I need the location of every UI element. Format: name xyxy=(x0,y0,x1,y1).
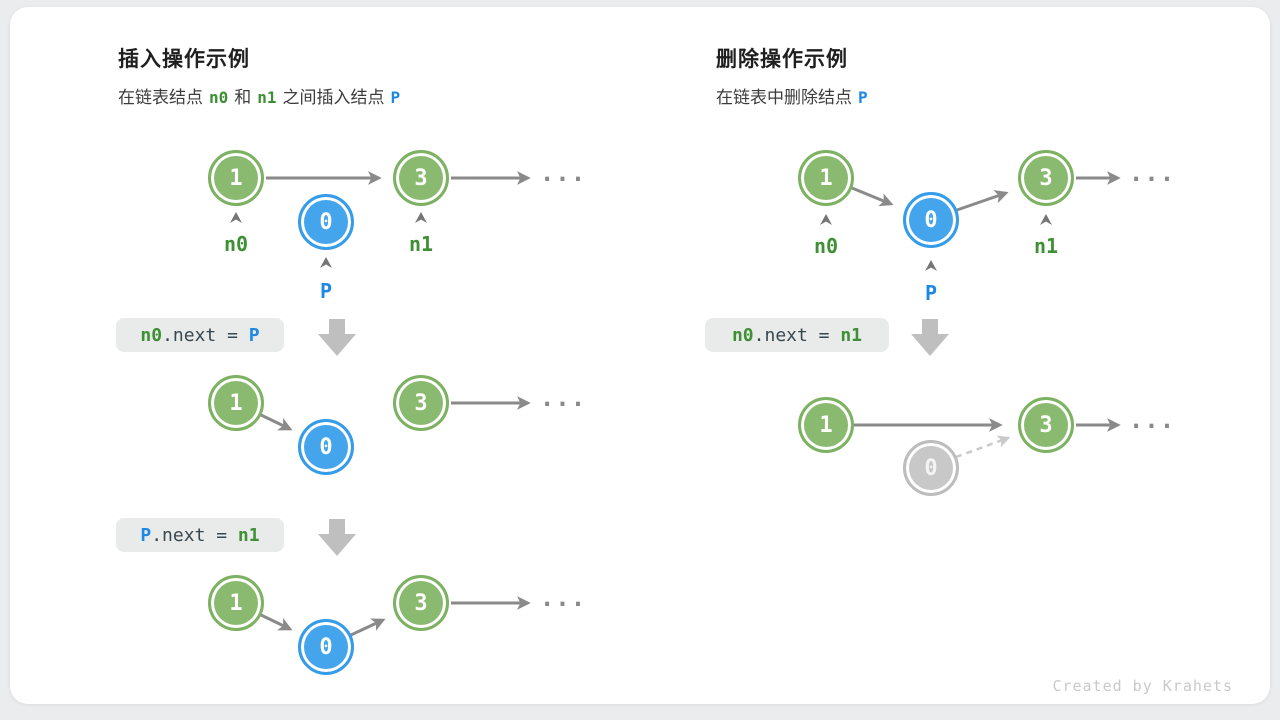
code-lhs: n0 xyxy=(731,324,754,346)
node-value: 1 xyxy=(229,390,243,416)
list-node-1: 1 xyxy=(208,575,264,631)
pointer-label-n0: n0 xyxy=(223,232,249,256)
pointer-label-n1: n1 xyxy=(408,232,434,256)
list-node-1: 1 xyxy=(208,375,264,431)
node-value: 0 xyxy=(319,634,333,660)
node-value: 1 xyxy=(819,412,833,438)
insert-section-subtitle: 在链表结点 n0 和 n1 之间插入结点 P xyxy=(118,83,406,108)
ellipsis: ... xyxy=(1128,406,1176,434)
code-box-delete-step1: n0.next = n1 xyxy=(705,318,889,352)
node-value: 1 xyxy=(229,590,243,616)
token-p: P xyxy=(390,88,401,107)
pointer-label-n1: n1 xyxy=(1033,234,1059,258)
token-n1: n1 xyxy=(257,88,277,107)
ellipsis: ... xyxy=(1128,159,1176,187)
list-node-1: 1 xyxy=(208,150,264,206)
node-value: 3 xyxy=(414,590,428,616)
ellipsis: ... xyxy=(539,159,587,187)
node-value: 3 xyxy=(414,165,428,191)
credit-text: Created by Krahets xyxy=(1052,677,1233,695)
list-node-3: 3 xyxy=(1018,150,1074,206)
list-node-3: 3 xyxy=(393,575,449,631)
code-box-insert-step1: n0.next = P xyxy=(116,318,284,352)
list-node-p: 0 xyxy=(298,194,354,250)
node-value: 0 xyxy=(319,434,333,460)
node-value: 3 xyxy=(1039,412,1053,438)
code-box-insert-step2: P.next = n1 xyxy=(116,518,284,552)
subtitle-text: 和 xyxy=(234,88,252,107)
pointer-label-p: P xyxy=(319,279,333,303)
node-value: 0 xyxy=(924,455,938,481)
code-mid: .next = xyxy=(162,324,249,346)
subtitle-text: 之间插入结点 xyxy=(282,88,385,107)
code-mid: .next = xyxy=(753,324,841,346)
code-mid: .next = xyxy=(151,524,238,546)
delete-section-title: 删除操作示例 xyxy=(716,48,848,71)
code-rhs: n1 xyxy=(840,324,863,346)
node-value: 3 xyxy=(414,390,428,416)
subtitle-text: 在链表中删除结点 xyxy=(716,88,852,107)
code-lhs: n0 xyxy=(140,324,163,346)
list-node-p: 0 xyxy=(298,419,354,475)
card-background xyxy=(10,7,1270,704)
subtitle-text: 在链表结点 xyxy=(118,88,203,107)
list-node-3: 3 xyxy=(393,150,449,206)
ellipsis: ... xyxy=(539,584,587,612)
node-value: 0 xyxy=(924,207,938,233)
list-node-3: 3 xyxy=(1018,397,1074,453)
code-lhs: P xyxy=(140,524,152,546)
node-value: 3 xyxy=(1039,165,1053,191)
node-value: 0 xyxy=(319,209,333,235)
node-value: 1 xyxy=(819,165,833,191)
pointer-label-p: P xyxy=(924,281,938,305)
node-value: 1 xyxy=(229,165,243,191)
code-rhs: n1 xyxy=(237,524,260,546)
list-node-3: 3 xyxy=(393,375,449,431)
ellipsis: ... xyxy=(539,384,587,412)
list-node-1: 1 xyxy=(798,150,854,206)
list-node-1: 1 xyxy=(798,397,854,453)
code-rhs: P xyxy=(248,324,260,346)
delete-section-subtitle: 在链表中删除结点 P xyxy=(716,83,874,108)
token-n0: n0 xyxy=(209,88,229,107)
pointer-label-n0: n0 xyxy=(813,234,839,258)
list-node-p-removed: 0 xyxy=(903,440,959,496)
insert-section-title: 插入操作示例 xyxy=(118,48,250,71)
list-node-p: 0 xyxy=(903,192,959,248)
token-p: P xyxy=(858,88,868,107)
list-node-p: 0 xyxy=(298,619,354,675)
